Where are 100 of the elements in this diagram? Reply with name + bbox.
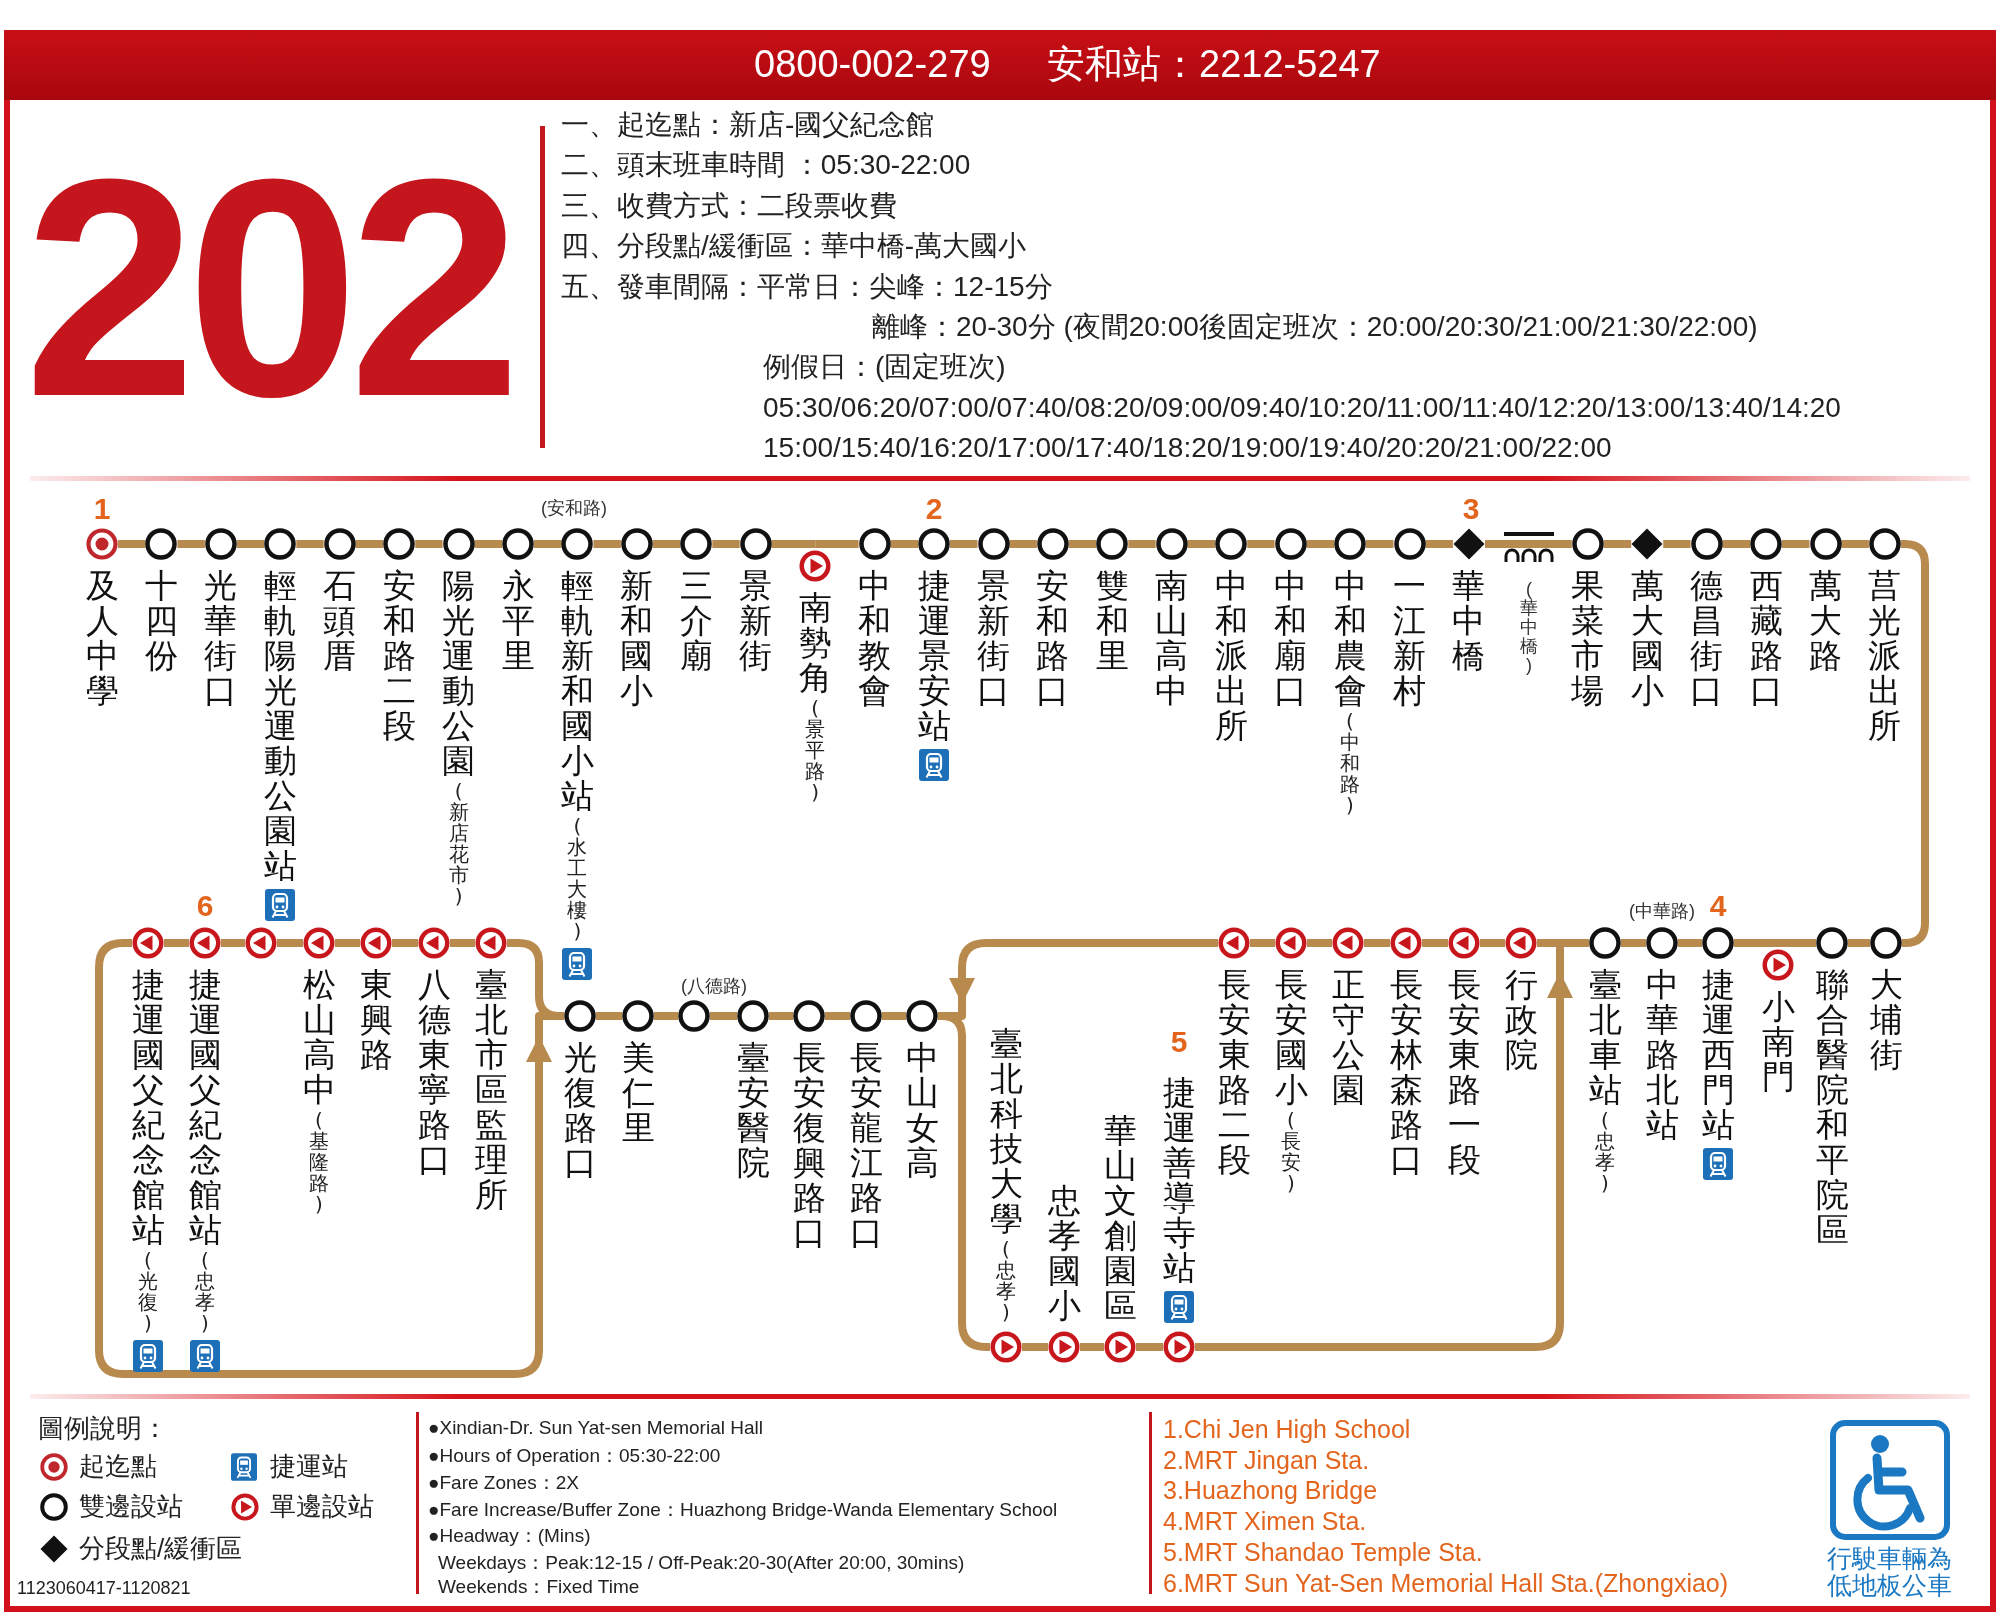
route-line bbox=[1307, 939, 1332, 947]
stop-name: 果菜市場 bbox=[1570, 568, 1605, 708]
info-line: 離峰：20-30分 (夜間20:00後固定班次：20:00/20:30/21:00/21:30/22:00) bbox=[872, 310, 1758, 344]
note-line: Weekdays：Peak:12-15 / Off-Peak:20-30(After 20:00, 30mins) bbox=[438, 1551, 965, 1575]
callout-number: 5 bbox=[1170, 1024, 1188, 1060]
note-line: ●Fare Zones：2X bbox=[428, 1471, 579, 1495]
callout-number: 1 bbox=[93, 491, 111, 527]
route-line bbox=[1250, 939, 1275, 947]
stop-name: 萬大國小 bbox=[1630, 568, 1665, 708]
stop-name: 中和農會 bbox=[1333, 568, 1367, 708]
stop-translation: 6.MRT Sun Yat-Sen Memorial Hall Sta.(Zhongxiao) bbox=[1163, 1568, 1729, 1598]
version-code: 1123060417-1120821 bbox=[17, 1578, 191, 1600]
stop-name: 長安林森路口 bbox=[1389, 967, 1423, 1177]
stop-note: (忠孝) bbox=[194, 1250, 216, 1334]
stop-name: 華中橋 bbox=[1451, 568, 1486, 673]
route-line bbox=[277, 939, 303, 947]
stop-name: 一江新村 bbox=[1392, 568, 1427, 708]
note-line: Weekends：Fixed Time bbox=[438, 1575, 640, 1599]
street-label: (華中橋) bbox=[1520, 579, 1538, 675]
stop-note: (景平路) bbox=[804, 698, 827, 803]
info-line: 一、起迄點：新店-國父紀念館 bbox=[561, 108, 935, 142]
stop-name: 臺北車站 bbox=[1588, 967, 1622, 1107]
stop-name: 德昌街口 bbox=[1689, 568, 1724, 708]
legend-title: 圖例說明： bbox=[38, 1413, 168, 1445]
stop-name: 東興路 bbox=[359, 967, 393, 1072]
stop-note: (基隆路) bbox=[308, 1110, 330, 1215]
stop-name: 光華街口 bbox=[203, 568, 238, 708]
stop-name: 十四份 bbox=[144, 568, 179, 673]
info-line: 05:30/06:20/07:00/07:40/08:20/09:00/09:40/10:20/11:00/11:40/12:20/13:00/13:40/14:20 bbox=[763, 391, 1841, 425]
stop-name: 景新街 bbox=[738, 568, 773, 673]
callout-number: 6 bbox=[196, 888, 214, 924]
legend-label: 捷運站 bbox=[270, 1451, 348, 1483]
legend-label: 雙邊設站 bbox=[79, 1491, 183, 1523]
stop-note: (長安) bbox=[1280, 1110, 1302, 1194]
route-line bbox=[1080, 1343, 1104, 1351]
stop-name: 長安國小 bbox=[1274, 967, 1308, 1107]
stop-name: 正守公園 bbox=[1331, 967, 1365, 1107]
stop-name: 輕軌陽光運動公園站 bbox=[263, 568, 298, 883]
legend-label: 分段點/緩衝區 bbox=[79, 1533, 243, 1565]
stop-name: 美仁里 bbox=[621, 1040, 655, 1145]
stop-name: 新和國小 bbox=[619, 568, 654, 708]
stop-name: 捷運西門站 bbox=[1701, 967, 1735, 1142]
stop-translation: 2.MRT Jingan Sta. bbox=[1163, 1445, 1370, 1475]
stop-name: 安和路二段 bbox=[382, 568, 417, 743]
legend-label: 起迄點 bbox=[79, 1451, 157, 1483]
stop-name: 小南門 bbox=[1761, 989, 1795, 1094]
stop-name: 忠孝國小 bbox=[1047, 1183, 1081, 1323]
stop-name: 中和派出所 bbox=[1214, 568, 1249, 743]
stop-name: 華山文創園區 bbox=[1103, 1113, 1137, 1323]
callout-number: 4 bbox=[1709, 888, 1727, 924]
stop-name: 南山高中 bbox=[1154, 568, 1189, 708]
info-line: 三、收費方式：二段票收費 bbox=[561, 189, 897, 223]
street-label: (中華路) bbox=[1629, 901, 1695, 923]
stop-name: 行政院 bbox=[1504, 967, 1538, 1072]
stop-name: 捷運景安站 bbox=[917, 568, 951, 743]
stop-name: 及人中學 bbox=[85, 568, 119, 708]
legend-label: 單邊設站 bbox=[270, 1491, 374, 1523]
callout-number: 3 bbox=[1462, 491, 1480, 527]
stop-translation: 5.MRT Shandao Temple Sta. bbox=[1163, 1537, 1483, 1567]
note-line: ●Xindian-Dr. Sun Yat-sen Memorial Hall bbox=[428, 1416, 763, 1440]
stop-name: 臺安醫院 bbox=[736, 1040, 770, 1180]
stop-translation: 1.Chi Jen High School bbox=[1163, 1414, 1411, 1444]
route-line bbox=[1480, 939, 1505, 947]
stop-name: 長安龍江路口 bbox=[849, 1040, 883, 1250]
stop-note: (光復) bbox=[137, 1250, 159, 1334]
route-line bbox=[450, 939, 475, 947]
stop-name: 中和廟口 bbox=[1273, 568, 1308, 708]
stop-name: 聯合醫院和平院區 bbox=[1815, 967, 1849, 1247]
stop-name: 松山高中 bbox=[302, 967, 336, 1107]
stop-name: 三介廟 bbox=[679, 568, 714, 673]
note-line: ●Headway：(Mins) bbox=[428, 1524, 591, 1548]
stop-name: 光復路口 bbox=[563, 1040, 597, 1180]
info-line: 四、分段點/緩衝區：華中橋-萬大國小 bbox=[561, 229, 1027, 263]
stop-name: 臺北市區監理所 bbox=[474, 967, 508, 1212]
stop-name: 長安東路一段 bbox=[1447, 967, 1481, 1177]
stop-name: 陽光運動公園 bbox=[441, 568, 476, 778]
stop-note: (忠孝) bbox=[1594, 1110, 1616, 1194]
route-line bbox=[1422, 939, 1448, 947]
hotline-number: 0800-002-279 bbox=[754, 42, 991, 88]
accessibility-note: 行駛車輛為低地板公車 bbox=[1825, 1545, 1953, 1599]
route-line bbox=[221, 939, 245, 947]
stop-name: 長安復興路口 bbox=[792, 1040, 826, 1250]
stop-translation: 3.Huazhong Bridge bbox=[1163, 1475, 1378, 1505]
route-line bbox=[1136, 1343, 1163, 1351]
phone-number: 安和站：2212-5247 bbox=[1047, 42, 1381, 88]
stop-name: 石頭厝 bbox=[322, 568, 357, 673]
street-label: (八德路) bbox=[681, 976, 747, 998]
route-line bbox=[392, 939, 418, 947]
stop-note: (水工大樓) bbox=[566, 816, 589, 942]
stop-name: 八德東寧路口 bbox=[417, 967, 451, 1177]
stop-name: 長安東路二段 bbox=[1217, 967, 1251, 1177]
stop-name: 輕軌新和國小站 bbox=[560, 568, 595, 813]
stop-note: (中和路) bbox=[1339, 711, 1361, 816]
stop-name: 中華路北站 bbox=[1645, 967, 1679, 1142]
info-line: 二、頭末班車時間 ：05:30-22:00 bbox=[561, 148, 971, 183]
stop-note: (新店花市) bbox=[447, 781, 470, 907]
stop-translation: 4.MRT Ximen Sta. bbox=[1163, 1506, 1367, 1536]
stop-name: 捷運國父紀念館站 bbox=[131, 967, 165, 1247]
stop-name: 中和教會 bbox=[857, 568, 892, 708]
stop-name: 永平里 bbox=[501, 568, 535, 673]
